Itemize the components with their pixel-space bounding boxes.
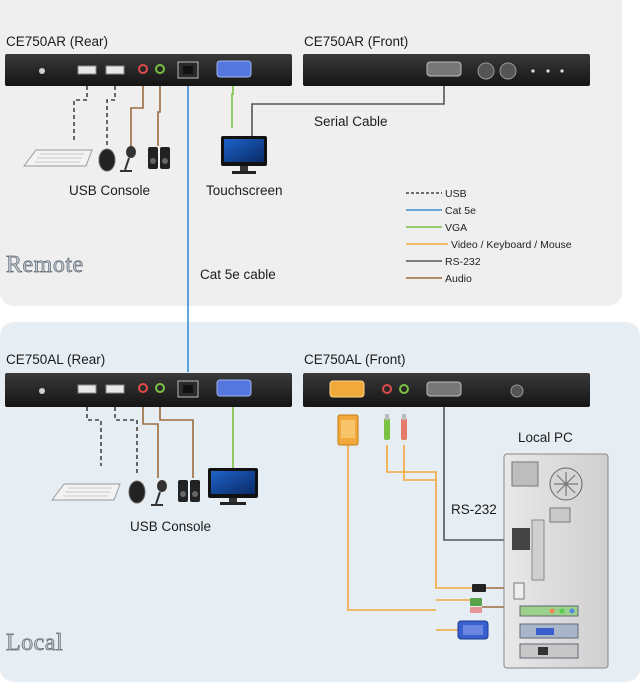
microphone-icon (120, 146, 136, 172)
usb-port-icon (105, 65, 125, 75)
audio-plug-icon (384, 414, 390, 440)
local-front-title: CE750AL (Front) (304, 352, 406, 367)
legend-vga-label: VGA (445, 222, 467, 234)
local-section-label: Local (6, 630, 63, 656)
speakers-icon (148, 147, 170, 169)
button-icon (510, 384, 524, 398)
legend-cat5e-label: Cat 5e (445, 205, 476, 217)
pink-audio-plug-icon (470, 607, 482, 613)
legend-usb-label: USB (445, 188, 467, 200)
green-audio-plug-icon (470, 598, 482, 606)
audio-out-port-icon (138, 383, 148, 393)
vga-port-icon (216, 379, 252, 397)
knob-icon (499, 62, 517, 80)
serial-port-icon (426, 61, 462, 77)
audio-out-port-icon (138, 64, 148, 74)
vga-port-icon (216, 60, 252, 78)
remote-section-label: Remote (6, 252, 84, 278)
kvm-port-icon (329, 380, 365, 398)
keyboard-icon (51, 483, 121, 501)
local-pc-tower-icon (503, 453, 609, 669)
local-rear-title: CE750AL (Rear) (6, 352, 105, 367)
ce750al-rear-unit (5, 373, 292, 407)
remote-usb-console-label: USB Console (69, 183, 150, 198)
knob-icon (477, 62, 495, 80)
parallel-port-icon (531, 519, 545, 581)
usb-port-icon (77, 384, 97, 394)
usb-ports-icon (513, 582, 525, 600)
cable-legend: USB Cat 5e VGA Video / Keyboard / Mouse … (406, 188, 572, 285)
microphone-icon (151, 480, 167, 506)
touchscreen-monitor-icon (221, 136, 267, 174)
audio-port-icon (382, 384, 392, 394)
mouse-icon (128, 480, 146, 504)
remote-cables (73, 86, 445, 148)
ce750ar-front-unit (303, 54, 590, 86)
speakers-icon (178, 480, 200, 502)
cat5e-cable-label: Cat 5e cable (200, 267, 276, 282)
mic-port-icon (155, 64, 165, 74)
ce750ar-rear-unit (5, 54, 292, 86)
power-socket-icon (511, 461, 539, 487)
remote-front-title: CE750AR (Front) (304, 34, 408, 49)
kvm-cable-connector-icon (337, 414, 359, 446)
usb-port-icon (77, 65, 97, 75)
mic-port-icon (155, 383, 165, 393)
rs232-label: RS-232 (451, 502, 497, 517)
vga-plug-icon (457, 620, 489, 640)
remote-rear-title: CE750AR (Rear) (6, 34, 108, 49)
touchscreen-label: Touchscreen (206, 183, 283, 198)
power-jack-icon (39, 388, 45, 394)
local-pc-label: Local PC (518, 430, 573, 445)
power-jack-icon (39, 68, 45, 74)
mic-plug-icon (401, 414, 407, 440)
serial-port-icon (426, 381, 462, 397)
mic-port-icon (399, 384, 409, 394)
ce750al-front-unit (303, 373, 590, 407)
legend-rs232-label: RS-232 (445, 256, 481, 268)
local-usb-console-label: USB Console (130, 519, 211, 534)
legend-audio-label: Audio (445, 273, 472, 285)
mouse-icon (98, 148, 116, 172)
usb-port-icon (105, 384, 125, 394)
legend-vkm-label: Video / Keyboard / Mouse (451, 239, 572, 251)
network-port-icon (538, 647, 548, 655)
monitor-icon (208, 468, 258, 505)
serial-port-icon (512, 528, 530, 550)
serial-cable-label: Serial Cable (314, 114, 388, 129)
keyboard-icon (23, 149, 93, 167)
usb-plug-icon (472, 584, 486, 592)
vga-port-icon (536, 628, 554, 635)
